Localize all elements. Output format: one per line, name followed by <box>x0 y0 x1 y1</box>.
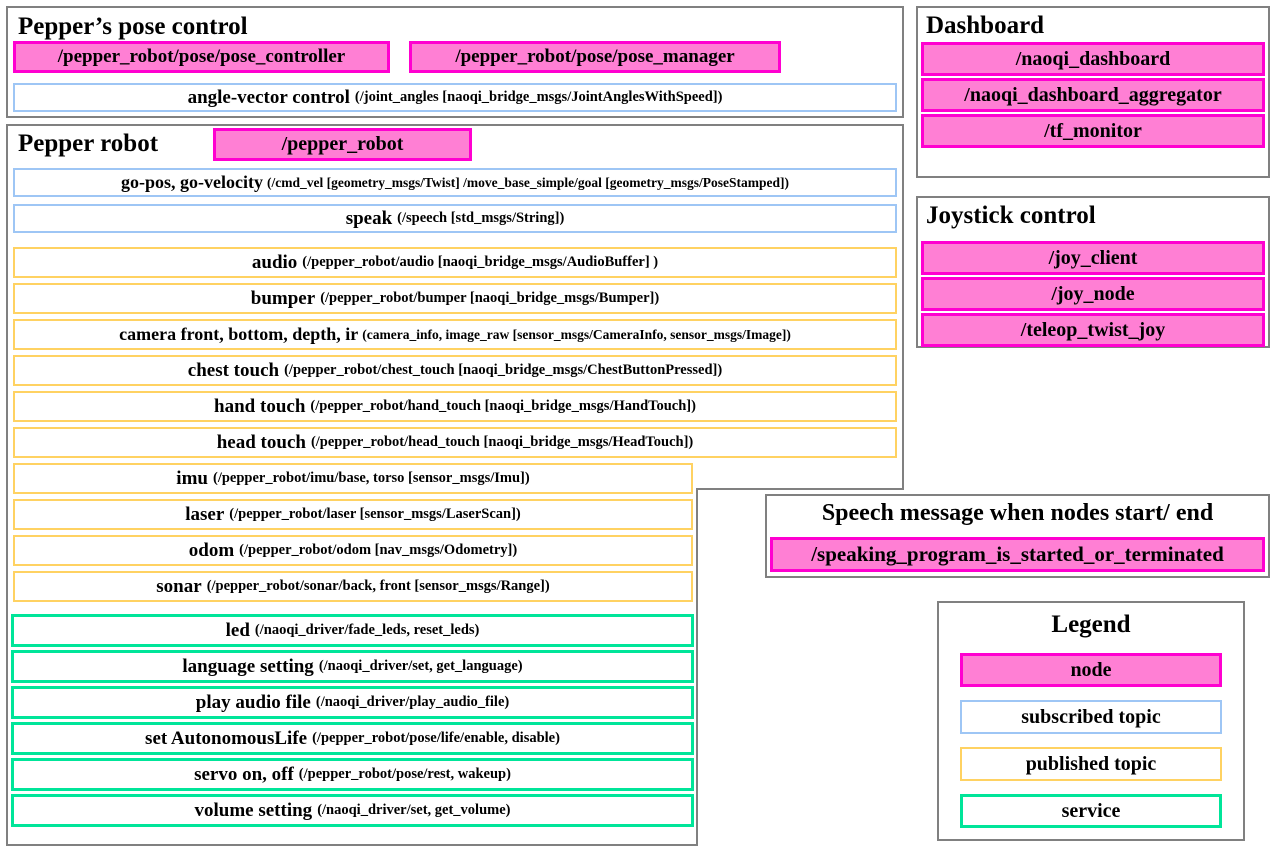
topic-detail: (/pepper_robot/odom [nav_msgs/Odometry]) <box>239 542 518 558</box>
node-label: /speaking_program_is_started_or_terminat… <box>811 542 1224 566</box>
node-label: /naoqi_dashboard <box>1015 47 1171 70</box>
service-name: volume setting <box>194 799 313 821</box>
node-joy-node[interactable]: /joy_node <box>921 277 1265 311</box>
node-pose-manager[interactable]: /pepper_robot/pose/pose_manager <box>409 41 781 73</box>
node-label: /tf_monitor <box>1044 119 1142 142</box>
legend-label: published topic <box>1025 752 1157 775</box>
node-naoqi-dashboard-aggregator[interactable]: /naoqi_dashboard_aggregator <box>921 78 1265 112</box>
speech-title: Speech message when nodes start/ end <box>821 500 1214 526</box>
topic-name: angle-vector control <box>187 86 350 108</box>
topic-name: laser <box>185 503 225 525</box>
node-tf-monitor[interactable]: /tf_monitor <box>921 114 1265 148</box>
topic-name: audio <box>251 251 298 273</box>
topic-name: imu <box>176 467 208 489</box>
legend-item-node: node <box>960 653 1222 687</box>
node-speaking-program[interactable]: /speaking_program_is_started_or_terminat… <box>770 537 1265 572</box>
topic-head-touch[interactable]: head touch (/pepper_robot/head_touch [na… <box>13 427 897 458</box>
topic-bumper[interactable]: bumper (/pepper_robot/bumper [naoqi_brid… <box>13 283 897 314</box>
topic-name: sonar <box>156 575 202 597</box>
topic-angle-vector-control[interactable]: angle-vector control (/joint_angles [nao… <box>13 83 897 112</box>
service-detail: (/naoqi_driver/fade_leds, reset_leds) <box>254 622 480 638</box>
node-label: /pepper_robot/pose/pose_controller <box>57 46 346 67</box>
node-pose-controller[interactable]: /pepper_robot/pose/pose_controller <box>13 41 390 73</box>
service-language-setting[interactable]: language setting (/naoqi_driver/set, get… <box>11 650 694 683</box>
node-label: /pepper_robot <box>281 133 404 155</box>
pepper-robot-title: Pepper robot <box>18 130 159 157</box>
pepper-robot-panel-lower <box>6 488 698 846</box>
joystick-title: Joystick control <box>926 202 1096 229</box>
node-naoqi-dashboard[interactable]: /naoqi_dashboard <box>921 42 1265 76</box>
node-pepper-robot[interactable]: /pepper_robot <box>213 128 472 161</box>
node-teleop-twist-joy[interactable]: /teleop_twist_joy <box>921 313 1265 347</box>
service-detail: (/naoqi_driver/set, get_language) <box>318 658 523 674</box>
topic-name: chest touch <box>187 359 280 381</box>
legend-item-subscribed-topic: subscribed topic <box>960 700 1222 734</box>
topic-go-pos-go-velocity[interactable]: go-pos, go-velocity (/cmd_vel [geometry_… <box>13 168 897 197</box>
service-name: play audio file <box>195 691 311 713</box>
topic-detail: (/pepper_robot/chest_touch [naoqi_bridge… <box>284 362 723 378</box>
dashboard-title: Dashboard <box>926 12 1045 39</box>
topic-hand-touch[interactable]: hand touch (/pepper_robot/hand_touch [na… <box>13 391 897 422</box>
topic-odom[interactable]: odom (/pepper_robot/odom [nav_msgs/Odome… <box>13 535 693 566</box>
topic-chest-touch[interactable]: chest touch (/pepper_robot/chest_touch [… <box>13 355 897 386</box>
topic-sonar[interactable]: sonar (/pepper_robot/sonar/back, front [… <box>13 571 693 602</box>
topic-imu[interactable]: imu (/pepper_robot/imu/base, torso [sens… <box>13 463 693 494</box>
service-name: language setting <box>182 655 314 677</box>
topic-detail: (/pepper_robot/head_touch [naoqi_bridge_… <box>310 434 694 450</box>
topic-name: head touch <box>216 431 306 453</box>
legend-title: Legend <box>1051 611 1131 638</box>
topic-detail: (/pepper_robot/hand_touch [naoqi_bridge_… <box>310 398 696 414</box>
topic-detail: (/pepper_robot/imu/base, torso [sensor_m… <box>212 470 530 486</box>
legend-label: subscribed topic <box>1021 705 1161 728</box>
service-name: led <box>225 619 250 641</box>
service-set-autonomous-life[interactable]: set AutonomousLife (/pepper_robot/pose/l… <box>11 722 694 755</box>
topic-detail: (/speech [std_msgs/String]) <box>397 210 565 226</box>
legend-item-service: service <box>960 794 1222 828</box>
topic-detail: (/pepper_robot/audio [naoqi_bridge_msgs/… <box>302 254 659 270</box>
legend-label: service <box>1061 799 1121 822</box>
pose-control-title: Pepper’s pose control <box>18 13 248 40</box>
topic-detail: (/joint_angles [naoqi_bridge_msgs/JointA… <box>354 89 723 105</box>
service-detail: (/pepper_robot/pose/rest, wakeup) <box>298 766 511 782</box>
service-detail: (/naoqi_driver/set, get_volume) <box>317 802 511 818</box>
node-joy-client[interactable]: /joy_client <box>921 241 1265 275</box>
node-label: /joy_node <box>1051 282 1135 305</box>
service-detail: (/naoqi_driver/play_audio_file) <box>315 694 510 710</box>
service-detail: (/pepper_robot/pose/life/enable, disable… <box>312 730 560 746</box>
topic-detail: (/pepper_robot/laser [sensor_msgs/LaserS… <box>229 506 521 522</box>
topic-name: speak <box>345 207 393 229</box>
legend-label: node <box>1070 658 1112 681</box>
topic-name: odom <box>188 539 235 561</box>
topic-name: go-pos, go-velocity <box>120 172 263 192</box>
service-play-audio-file[interactable]: play audio file (/naoqi_driver/play_audi… <box>11 686 694 719</box>
topic-speak[interactable]: speak (/speech [std_msgs/String]) <box>13 204 897 233</box>
pepper-robot-panel-upper <box>6 124 904 490</box>
legend-item-published-topic: published topic <box>960 747 1222 781</box>
node-label: /joy_client <box>1048 246 1138 269</box>
topic-camera[interactable]: camera front, bottom, depth, ir (camera_… <box>13 319 897 350</box>
service-servo-on-off[interactable]: servo on, off (/pepper_robot/pose/rest, … <box>11 758 694 791</box>
node-label: /pepper_robot/pose/pose_manager <box>455 46 735 67</box>
node-label: /teleop_twist_joy <box>1020 318 1166 341</box>
topic-name: bumper <box>250 287 316 309</box>
pepper-robot-panel-step <box>696 488 904 490</box>
topic-detail: (/cmd_vel [geometry_msgs/Twist] /move_ba… <box>266 174 789 190</box>
topic-detail: (/pepper_robot/bumper [naoqi_bridge_msgs… <box>320 290 660 306</box>
topic-detail: (/pepper_robot/sonar/back, front [sensor… <box>206 578 550 594</box>
service-name: servo on, off <box>194 763 294 785</box>
topic-laser[interactable]: laser (/pepper_robot/laser [sensor_msgs/… <box>13 499 693 530</box>
topic-name: hand touch <box>214 395 306 417</box>
service-volume-setting[interactable]: volume setting (/naoqi_driver/set, get_v… <box>11 794 694 827</box>
topic-name: camera front, bottom, depth, ir <box>119 324 359 344</box>
service-led[interactable]: led (/naoqi_driver/fade_leds, reset_leds… <box>11 614 694 647</box>
topic-audio[interactable]: audio (/pepper_robot/audio [naoqi_bridge… <box>13 247 897 278</box>
node-label: /naoqi_dashboard_aggregator <box>964 83 1222 106</box>
topic-detail: (camera_info, image_raw [sensor_msgs/Cam… <box>362 326 791 342</box>
service-name: set AutonomousLife <box>145 727 308 749</box>
